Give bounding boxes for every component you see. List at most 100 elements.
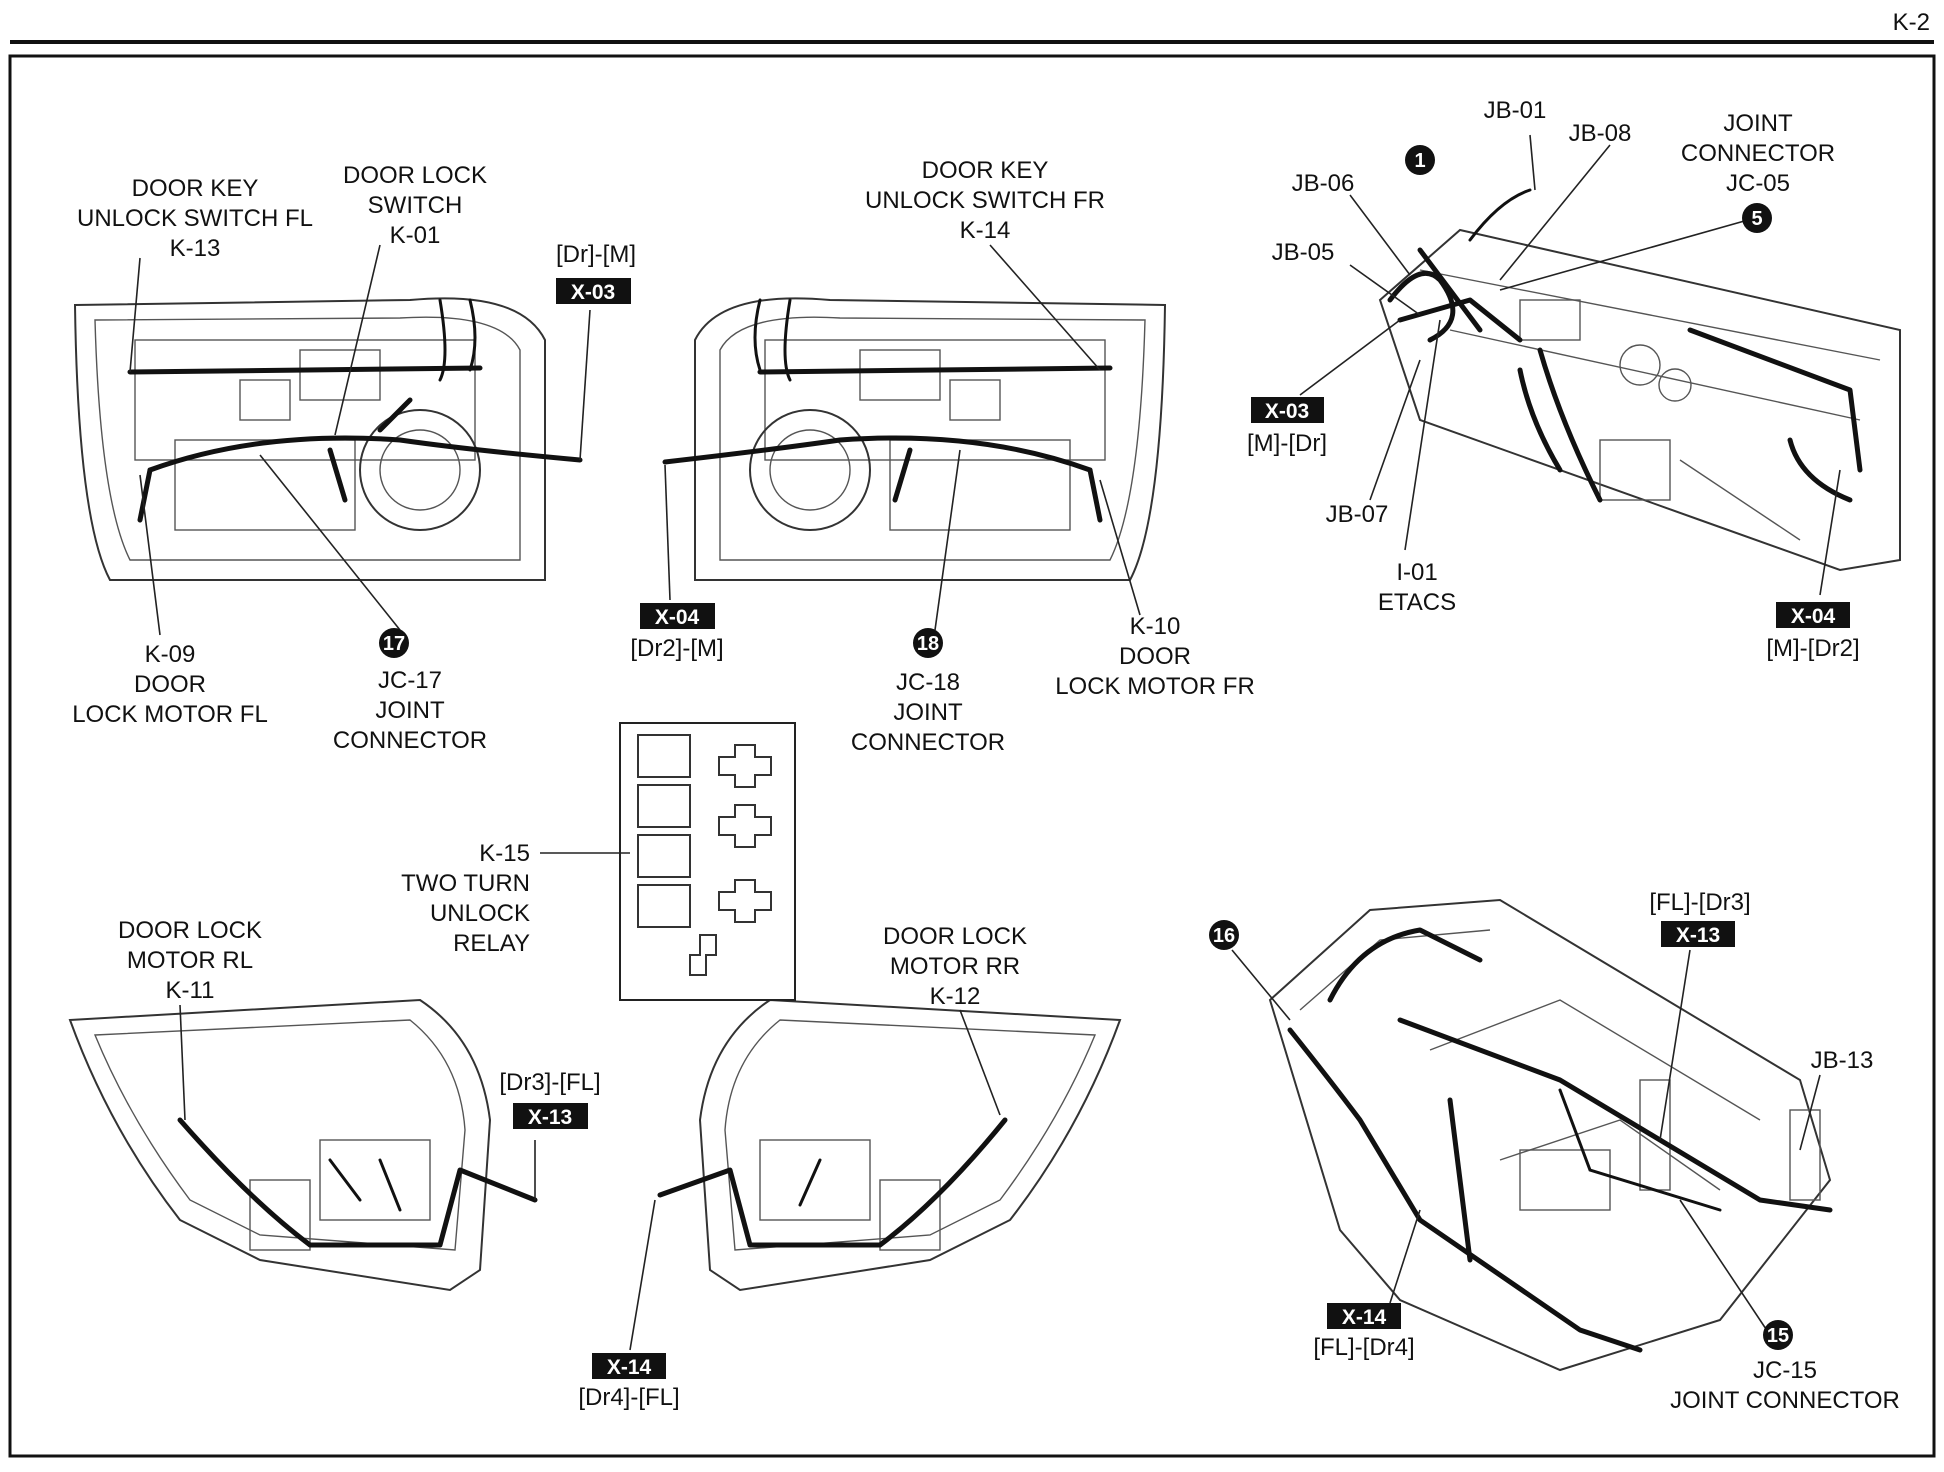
jc18-line-1: JC-18 xyxy=(896,669,960,696)
label-k14: DOOR KEY UNLOCK SWITCH FR K-14 xyxy=(865,157,1105,244)
marker-5: 5 xyxy=(1742,203,1772,233)
connector-x13b: X-13 xyxy=(1661,921,1735,947)
k10-line-2: DOOR xyxy=(1119,643,1191,670)
connector-x04b: X-04 xyxy=(1776,602,1850,628)
marker-1: 1 xyxy=(1405,145,1435,175)
front-right-door-illustration xyxy=(662,297,1167,581)
x14a-code: X-14 xyxy=(607,1356,652,1379)
jb01-label: JB-01 xyxy=(1484,97,1547,124)
k14-line-2: UNLOCK SWITCH FR xyxy=(865,187,1105,214)
rear-right-door-illustration xyxy=(657,998,1122,1292)
k15-relay-block-illustration xyxy=(619,722,796,1001)
marker-17: 17 xyxy=(379,628,409,658)
leader-lines xyxy=(129,134,1841,1351)
jc17-line-1: JC-17 xyxy=(378,667,442,694)
i01-line-2: ETACS xyxy=(1378,589,1456,616)
k09-line-3: LOCK MOTOR FL xyxy=(72,701,268,728)
k01-line-3: K-01 xyxy=(390,222,441,249)
label-jc05: JOINT CONNECTOR JC-05 xyxy=(1681,110,1835,197)
k14-line-1: DOOR KEY xyxy=(922,157,1049,184)
jc05-line-1: JOINT xyxy=(1723,110,1793,137)
jc17-line-3: CONNECTOR xyxy=(333,727,487,754)
jb13-label: JB-13 xyxy=(1811,1047,1874,1074)
jc18-line-2: JOINT xyxy=(893,699,963,726)
label-jc18: JC-18 JOINT CONNECTOR xyxy=(851,669,1005,756)
i01-line-1: I-01 xyxy=(1396,559,1437,586)
marker-17-text: 17 xyxy=(383,633,405,655)
jb05-label: JB-05 xyxy=(1272,239,1335,266)
x03b-code: X-03 xyxy=(1265,400,1309,423)
x03a-pins: [Dr]-[M] xyxy=(556,241,636,268)
k10-line-1: K-10 xyxy=(1130,613,1181,640)
k15-line-1: K-15 xyxy=(479,840,530,867)
k12-line-3: K-12 xyxy=(930,983,981,1010)
x13a-pins: [Dr3]-[FL] xyxy=(499,1069,600,1096)
k11-line-2: MOTOR RL xyxy=(127,947,253,974)
connector-x13a: X-13 xyxy=(513,1103,588,1129)
jb07-label: JB-07 xyxy=(1326,501,1389,528)
rear-left-door-illustration xyxy=(68,998,538,1292)
k15-line-3: UNLOCK xyxy=(430,900,530,927)
connector-x03b: X-03 xyxy=(1251,397,1324,423)
k13-line-2: UNLOCK SWITCH FL xyxy=(77,205,313,232)
label-k12: DOOR LOCK MOTOR RR K-12 xyxy=(883,923,1027,1010)
x13a-code: X-13 xyxy=(528,1106,572,1129)
k01-line-2: SWITCH xyxy=(368,192,463,219)
page-number: K-2 xyxy=(1893,9,1930,36)
label-k13: DOOR KEY UNLOCK SWITCH FL K-13 xyxy=(77,175,313,262)
label-k15: K-15 TWO TURN UNLOCK RELAY xyxy=(401,840,530,957)
jc17-line-2: JOINT xyxy=(375,697,445,724)
x04a-code: X-04 xyxy=(655,606,700,629)
x13b-code: X-13 xyxy=(1676,924,1720,947)
jc05-line-3: JC-05 xyxy=(1726,170,1790,197)
label-k11: DOOR LOCK MOTOR RL K-11 xyxy=(118,917,262,1004)
x04a-pins: [Dr2]-[M] xyxy=(630,635,723,662)
k01-line-1: DOOR LOCK xyxy=(343,162,487,189)
marker-15: 15 xyxy=(1763,1320,1793,1350)
x04b-pins: [M]-[Dr2] xyxy=(1766,635,1859,662)
marker-16-text: 16 xyxy=(1213,925,1235,947)
connector-x14b: X-14 xyxy=(1327,1303,1401,1329)
jc18-line-3: CONNECTOR xyxy=(851,729,1005,756)
connector-x14a: X-14 xyxy=(592,1353,666,1379)
instrument-panel-illustration xyxy=(1378,188,1901,572)
k13-line-3: K-13 xyxy=(170,235,221,262)
marker-1-text: 1 xyxy=(1414,150,1425,172)
k13-line-1: DOOR KEY xyxy=(132,175,259,202)
jc15-line-1: JC-15 xyxy=(1753,1357,1817,1384)
k10-line-3: LOCK MOTOR FR xyxy=(1055,673,1255,700)
k12-line-1: DOOR LOCK xyxy=(883,923,1027,950)
k15-line-4: RELAY xyxy=(453,930,530,957)
label-k09: K-09 DOOR LOCK MOTOR FL xyxy=(72,641,268,728)
label-k01: DOOR LOCK SWITCH K-01 xyxy=(343,162,487,249)
k09-line-2: DOOR xyxy=(134,671,206,698)
diagram-frame xyxy=(8,54,1936,1458)
k11-line-1: DOOR LOCK xyxy=(118,917,262,944)
marker-15-text: 15 xyxy=(1767,1325,1789,1347)
marker-5-text: 5 xyxy=(1751,208,1762,230)
connector-x04a: X-04 xyxy=(640,603,715,629)
k14-line-3: K-14 xyxy=(960,217,1011,244)
k15-line-2: TWO TURN xyxy=(401,870,530,897)
x03a-code: X-03 xyxy=(571,281,615,304)
label-i01: I-01 ETACS xyxy=(1378,559,1456,616)
x13b-pins: [FL]-[Dr3] xyxy=(1649,889,1750,916)
x04b-code: X-04 xyxy=(1791,605,1836,628)
label-jc15: JC-15 JOINT CONNECTOR xyxy=(1670,1357,1900,1414)
front-left-door-illustration xyxy=(73,297,583,581)
k09-line-1: K-09 xyxy=(145,641,196,668)
jb06-label: JB-06 xyxy=(1292,170,1355,197)
x03b-pins: [M]-[Dr] xyxy=(1247,430,1327,457)
jc05-line-2: CONNECTOR xyxy=(1681,140,1835,167)
marker-16: 16 xyxy=(1209,920,1239,950)
marker-18-text: 18 xyxy=(917,633,939,655)
jb08-label: JB-08 xyxy=(1569,120,1632,147)
x14a-pins: [Dr4]-[FL] xyxy=(578,1384,679,1411)
label-jc17: JC-17 JOINT CONNECTOR xyxy=(333,667,487,754)
label-k10: K-10 DOOR LOCK MOTOR FR xyxy=(1055,613,1255,700)
x14b-pins: [FL]-[Dr4] xyxy=(1313,1334,1414,1361)
connector-x03a: X-03 xyxy=(556,278,631,304)
x14b-code: X-14 xyxy=(1342,1306,1387,1329)
marker-18: 18 xyxy=(913,628,943,658)
